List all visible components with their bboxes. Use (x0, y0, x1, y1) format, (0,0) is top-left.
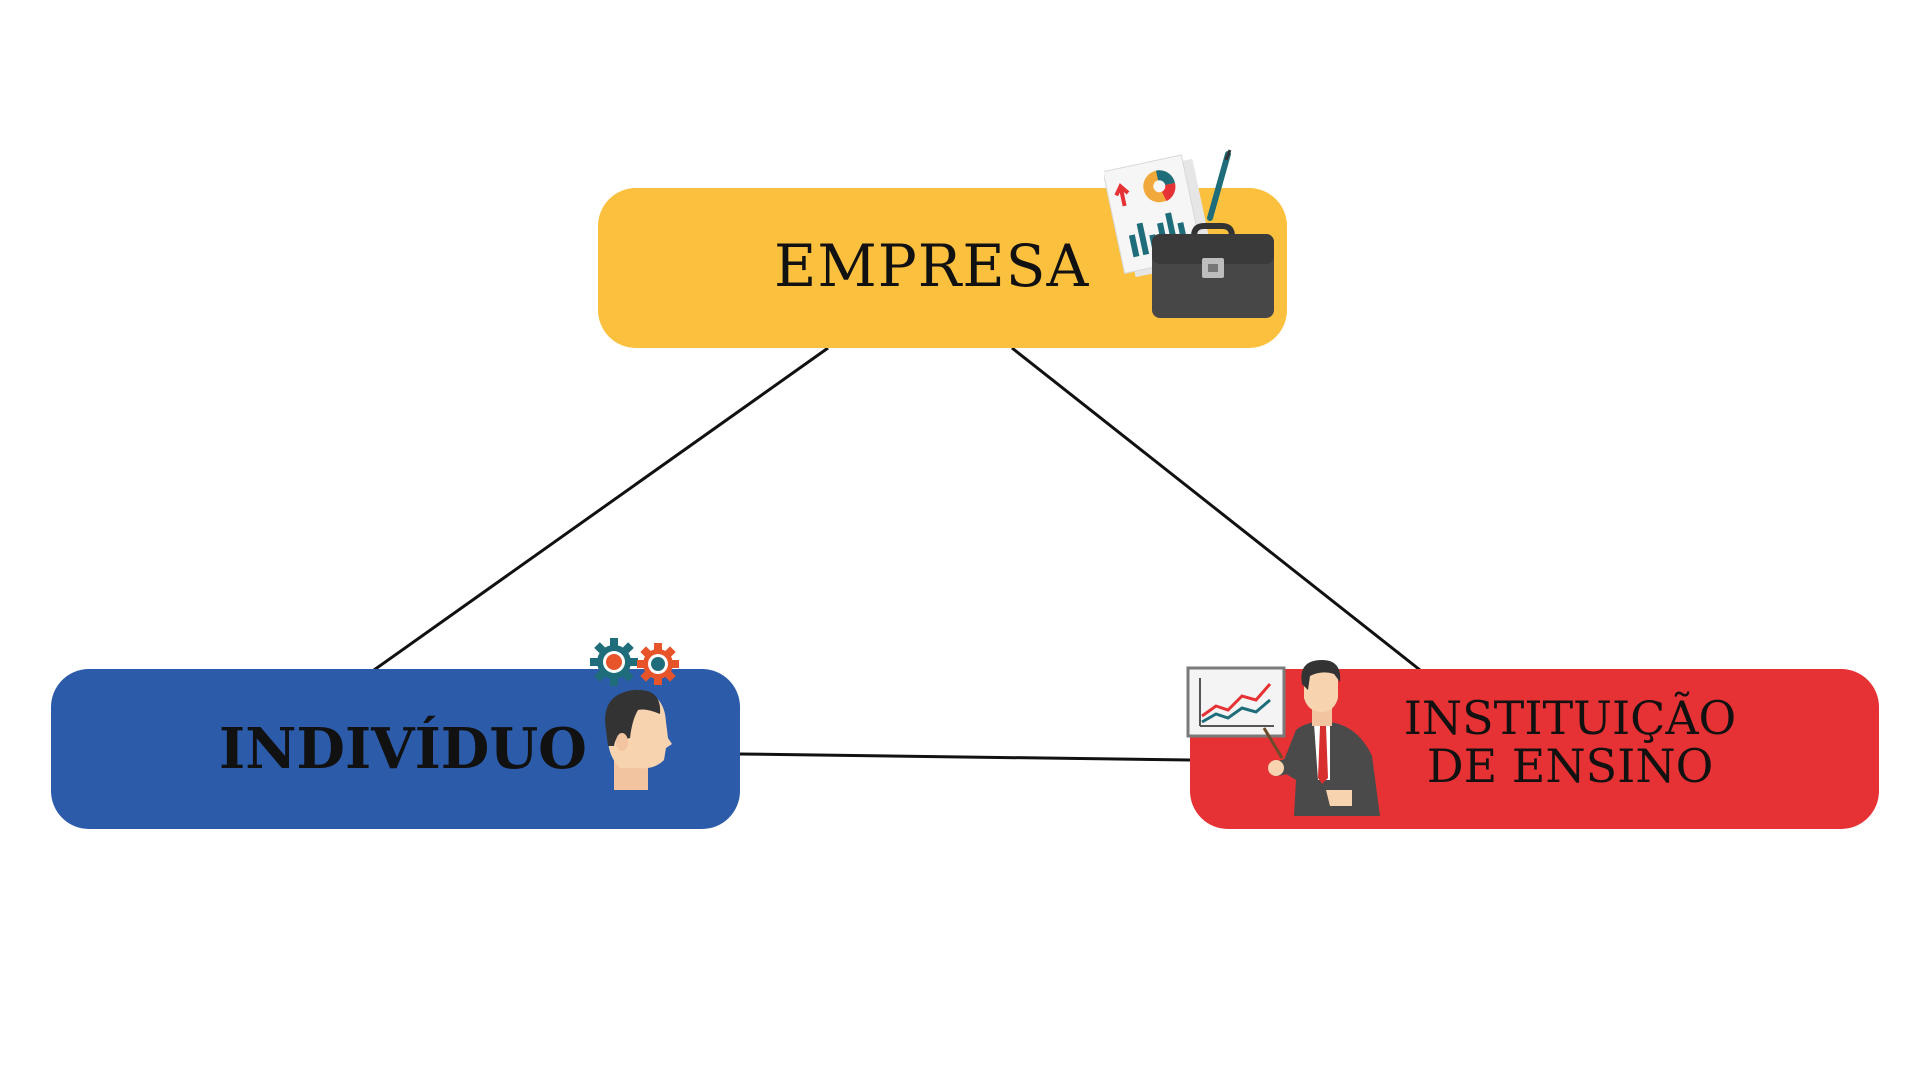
head-icon (605, 689, 672, 790)
edge-empresa-instituicao (1011, 346, 1421, 672)
node-instituicao-label: INSTITUIÇÃO DE ENSINO (1380, 694, 1760, 791)
edge-individuo-instituicao (739, 752, 1191, 762)
edge-empresa-individuo (373, 346, 829, 672)
node-instituicao-label-line-1: INSTITUIÇÃO (1403, 691, 1737, 745)
chart-board-icon (1186, 666, 1286, 738)
node-individuo-label: INDIVÍDUO (219, 716, 587, 782)
node-instituicao-label-line-2: DE ENSINO (1426, 739, 1714, 794)
gears-icon (590, 638, 679, 686)
node-empresa-label: EMPRESA (774, 232, 1090, 300)
briefcase-icon (1152, 223, 1274, 318)
presenter-icon (1262, 660, 1380, 816)
